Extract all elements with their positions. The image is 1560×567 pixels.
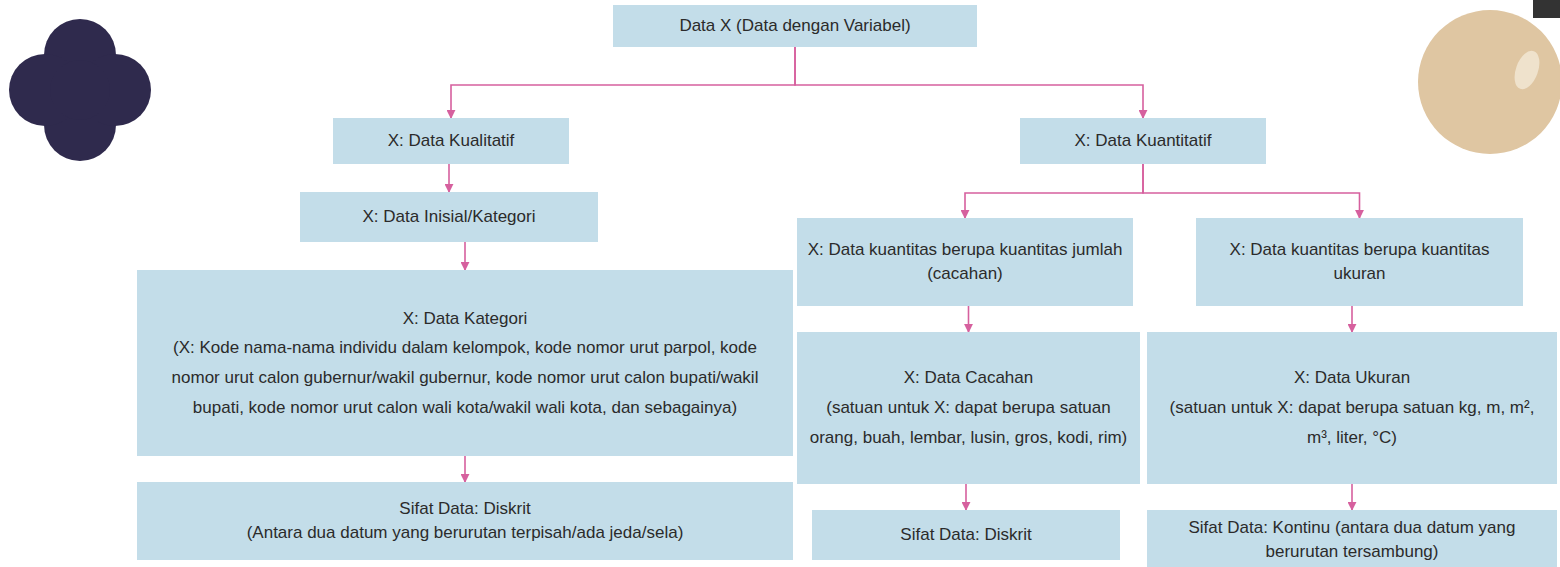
box-heading: Sifat Data: Diskrit bbox=[900, 523, 1031, 547]
process-box: X: Data Ukuran(satuan untuk X: dapat ber… bbox=[1147, 332, 1557, 484]
box-heading: Sifat Data: Diskrit bbox=[399, 497, 530, 521]
process-box: X: Data kuantitas berupa kuantitas ukura… bbox=[1196, 218, 1523, 306]
process-box: X: Data Kategori(X: Kode nama-nama indiv… bbox=[137, 270, 793, 456]
box-heading: X: Data Kualitatif bbox=[388, 129, 515, 153]
bulb-cap bbox=[1533, 0, 1560, 18]
arrow-connector bbox=[451, 47, 795, 118]
process-box: X: Data Kualitatif bbox=[333, 118, 569, 164]
arrow-connector bbox=[1143, 164, 1360, 218]
process-box: X: Data Cacahan(satuan untuk X: dapat be… bbox=[797, 332, 1140, 484]
arrow-connector bbox=[448, 164, 450, 192]
arrow-connector bbox=[464, 456, 466, 482]
box-heading: Data X (Data dengan Variabel) bbox=[679, 14, 910, 38]
arrow-connector bbox=[965, 164, 1143, 218]
arrow-connector bbox=[795, 47, 1143, 118]
process-box: Sifat Data: Diskrit(Antara dua datum yan… bbox=[137, 482, 793, 560]
arrow-connector bbox=[968, 306, 970, 332]
arrow-connector bbox=[1351, 484, 1353, 510]
box-body: (satuan untuk X: dapat berupa satuan kg,… bbox=[1157, 393, 1547, 453]
bulb-highlight bbox=[1510, 47, 1544, 92]
box-heading: X: Data Inisial/Kategori bbox=[363, 205, 536, 229]
arrow-connector bbox=[1351, 306, 1353, 332]
box-heading: X: Data kuantitas berupa kuantitas ukura… bbox=[1206, 238, 1513, 286]
process-box: Data X (Data dengan Variabel) bbox=[613, 5, 977, 47]
flower-shape bbox=[9, 19, 151, 161]
process-box: X: Data kuantitas berupa kuantitas jumla… bbox=[797, 218, 1133, 306]
box-heading: Sifat Data: Kontinu (antara dua datum ya… bbox=[1157, 516, 1547, 564]
box-heading: X: Data Ukuran bbox=[1294, 363, 1410, 393]
box-body: (Antara dua datum yang berurutan terpisa… bbox=[247, 521, 684, 545]
box-body: (X: Kode nama-nama individu dalam kelomp… bbox=[147, 333, 783, 422]
box-heading: X: Data kuantitas berupa kuantitas jumla… bbox=[807, 238, 1123, 286]
bulb-circle bbox=[1418, 10, 1560, 154]
box-body: (satuan untuk X: dapat berupa satuan ora… bbox=[807, 393, 1130, 453]
box-heading: X: Data Cacahan bbox=[904, 363, 1033, 393]
arrow-connector bbox=[464, 242, 466, 270]
process-box: Sifat Data: Diskrit bbox=[812, 510, 1120, 560]
process-box: X: Data Inisial/Kategori bbox=[300, 192, 598, 242]
process-box: X: Data Kuantitatif bbox=[1020, 118, 1266, 164]
box-heading: X: Data Kategori bbox=[403, 304, 528, 334]
arrow-connector bbox=[965, 484, 967, 510]
process-box: Sifat Data: Kontinu (antara dua datum ya… bbox=[1147, 510, 1557, 567]
box-heading: X: Data Kuantitatif bbox=[1074, 129, 1211, 153]
